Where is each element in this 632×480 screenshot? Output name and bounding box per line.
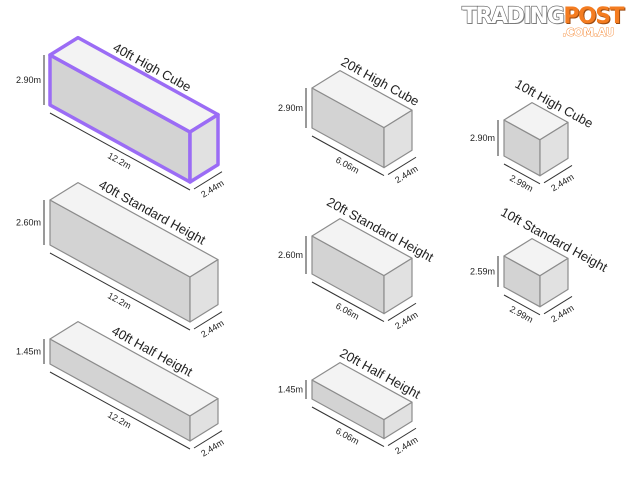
width-label: 2.44m	[199, 178, 226, 200]
logo-domain: .COM.AU	[562, 26, 615, 40]
height-label: 2.90m	[16, 75, 41, 85]
length-dimension-line	[49, 112, 191, 191]
logo-wordmark-part-b: POST	[563, 4, 624, 29]
width-label: 2.44m	[199, 318, 226, 340]
width-label: 2.44m	[393, 164, 420, 186]
length-dimension-line	[311, 406, 385, 448]
width-dimension-line	[387, 302, 417, 322]
container-side-face	[188, 112, 220, 184]
length-label: 12.2m	[106, 150, 133, 171]
logo-wordmark: TRADINGPOST	[461, 3, 624, 29]
length-dimension-line	[49, 252, 191, 331]
width-dimension-line	[387, 156, 417, 176]
length-dimension-line	[49, 371, 191, 450]
width-label: 2.44m	[549, 172, 576, 194]
length-label: 6.06m	[334, 155, 361, 176]
length-dimension-line	[503, 163, 541, 185]
height-label: 2.60m	[16, 218, 41, 228]
height-label: 2.90m	[470, 133, 495, 143]
height-label: 2.90m	[278, 103, 303, 113]
width-dimension-line	[387, 427, 417, 447]
width-label: 2.44m	[393, 310, 420, 332]
container-side-face	[383, 109, 413, 169]
container-side-face	[539, 121, 569, 177]
length-label: 2.99m	[508, 304, 535, 325]
width-dimension-line	[193, 430, 223, 449]
container-side-face	[383, 257, 413, 315]
container-side-face	[189, 259, 219, 323]
width-label: 2.44m	[199, 437, 226, 459]
width-dimension-line	[543, 296, 573, 315]
height-label: 1.45m	[16, 347, 41, 357]
height-label: 2.59m	[470, 267, 495, 277]
width-label: 2.44m	[393, 435, 420, 457]
logo-wordmark-part-a: TRADING	[461, 3, 565, 29]
container-side-face	[383, 401, 413, 440]
width-dimension-line	[193, 171, 223, 190]
height-label: 2.60m	[278, 250, 303, 260]
length-label: 12.2m	[106, 409, 133, 430]
length-label: 6.06m	[334, 301, 361, 322]
length-label: 6.06m	[334, 426, 361, 447]
length-label: 12.2m	[106, 290, 133, 311]
width-dimension-line	[543, 165, 573, 184]
length-dimension-line	[503, 294, 541, 316]
container-side-face	[189, 398, 219, 442]
container-side-face	[539, 257, 569, 308]
height-label: 1.45m	[278, 385, 303, 395]
length-label: 2.99m	[508, 173, 535, 194]
length-dimension-line	[311, 135, 385, 177]
width-label: 2.44m	[549, 303, 576, 325]
tradingpost-logo: TRADINGPOST .COM.AU	[461, 3, 624, 44]
width-dimension-line	[193, 311, 223, 330]
length-dimension-line	[311, 281, 385, 323]
